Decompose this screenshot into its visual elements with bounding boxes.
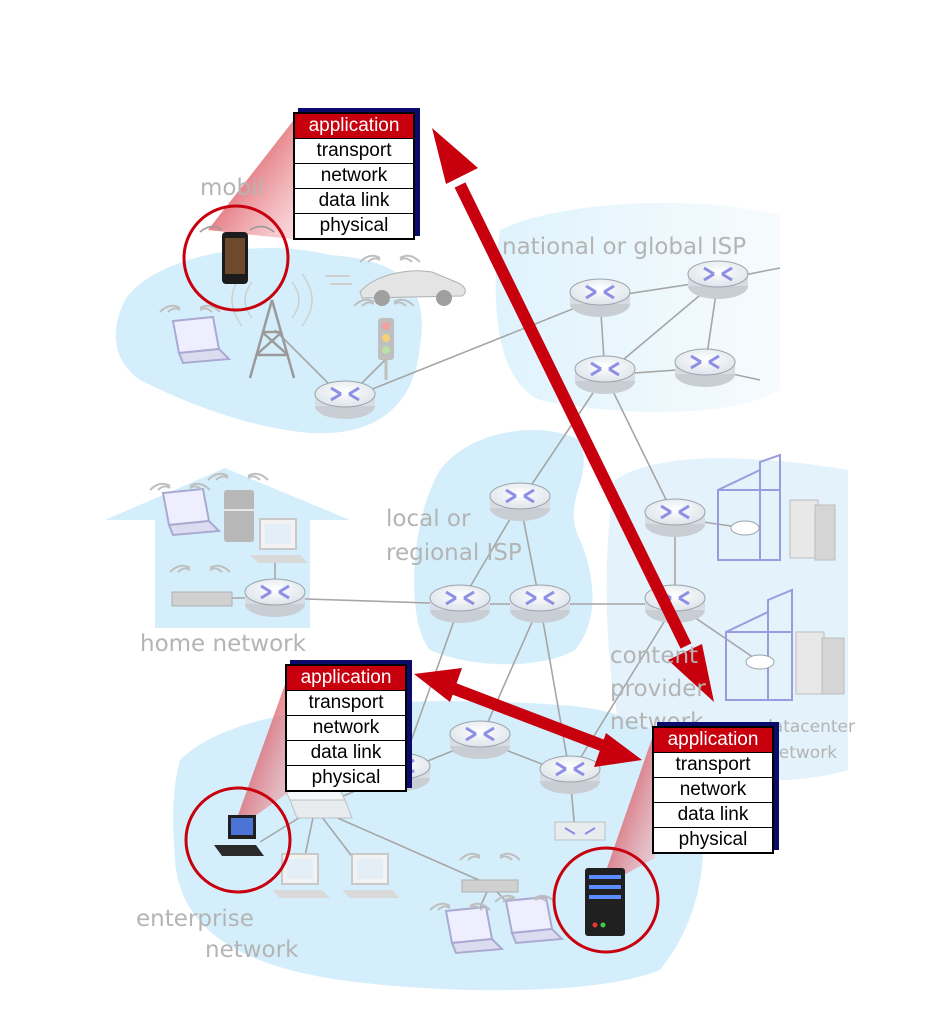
callout-enterprise xyxy=(232,665,292,832)
router-regional-1 xyxy=(488,481,552,523)
layer-network: network xyxy=(654,777,772,802)
protocol-stack-mobile: application transport network data link … xyxy=(293,112,415,240)
server-icon xyxy=(585,868,625,936)
layer-transport: transport xyxy=(287,690,405,715)
callout-mobile xyxy=(208,112,300,240)
traffic-light xyxy=(353,298,415,380)
smartphone-icon xyxy=(199,225,275,284)
desktop-pc-icon xyxy=(214,815,264,856)
router-regional-3 xyxy=(508,583,572,625)
router-home xyxy=(243,577,307,619)
layer-network: network xyxy=(295,163,413,188)
layer-data-link: data link xyxy=(295,188,413,213)
highlight-ring-mobile xyxy=(182,204,290,312)
router-enterprise-2 xyxy=(538,754,602,796)
layer-network: network xyxy=(287,715,405,740)
mobile-network-region xyxy=(115,247,422,434)
router-content-1 xyxy=(643,497,707,539)
highlight-ring-server xyxy=(552,846,660,954)
layer-application: application xyxy=(654,728,772,752)
router-regional-2 xyxy=(428,583,492,625)
switch-enterprise xyxy=(284,789,353,819)
highlight-ring-enterprise xyxy=(184,786,292,894)
router-isp-2 xyxy=(686,259,750,301)
enterprise-wifi-router xyxy=(459,852,521,893)
layer-application: application xyxy=(295,114,413,138)
label-content-1: content xyxy=(610,643,698,669)
home-wifi-router xyxy=(169,564,233,607)
label-local-isp-2: regional ISP xyxy=(386,540,522,566)
layer-transport: transport xyxy=(654,752,772,777)
router-enterprise-1 xyxy=(448,719,512,761)
label-enterprise-2: network xyxy=(205,937,299,963)
arrow-mobile-to-server xyxy=(432,128,714,702)
label-national-isp: national or global ISP xyxy=(502,234,746,260)
datacenter-server-rack-2 xyxy=(795,631,845,695)
layer-application: application xyxy=(287,666,405,690)
layer-physical: physical xyxy=(287,765,405,790)
switch-server xyxy=(554,821,606,841)
router-isp-3 xyxy=(573,354,637,396)
protocol-stack-enterprise: application transport network data link … xyxy=(285,664,407,792)
label-home: home network xyxy=(140,631,307,657)
router-isp-1 xyxy=(568,277,632,319)
router-mobile xyxy=(313,379,377,421)
router-isp-4 xyxy=(673,347,737,389)
layer-transport: transport xyxy=(295,138,413,163)
label-mobile: mobil xyxy=(200,175,264,201)
label-content-2: provider xyxy=(610,676,706,702)
datacenter-router-1 xyxy=(730,520,760,536)
cell-tower xyxy=(231,273,313,379)
layer-data-link: data link xyxy=(287,740,405,765)
home-fridge xyxy=(207,472,269,542)
layer-data-link: data link xyxy=(654,802,772,827)
label-enterprise-1: enterprise xyxy=(136,906,254,932)
datacenter-server-rack-1 xyxy=(789,499,836,561)
label-local-isp-1: local or xyxy=(386,506,471,532)
car xyxy=(325,254,466,306)
layer-physical: physical xyxy=(295,213,413,238)
datacenter-building-1 xyxy=(717,453,781,561)
protocol-stack-server: application transport network data link … xyxy=(652,726,774,854)
arrow-enterprise-to-server xyxy=(414,668,642,767)
label-datacenter-1: datacenter xyxy=(762,717,855,737)
datacenter-router-2 xyxy=(745,654,775,670)
layer-physical: physical xyxy=(654,827,772,852)
label-datacenter-2: network xyxy=(768,743,837,763)
